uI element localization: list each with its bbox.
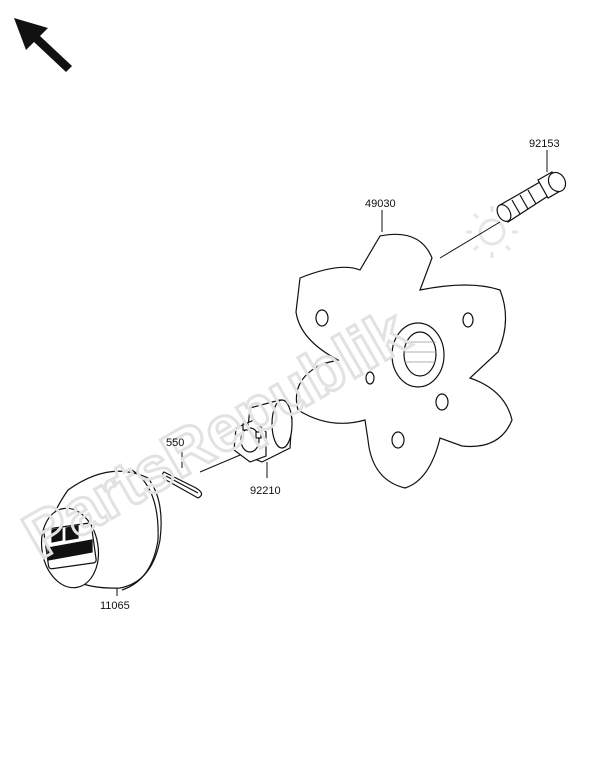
part-number-label-550: 550 — [166, 437, 185, 449]
cap-part — [40, 469, 162, 591]
part-number-label-92153: 92153 — [529, 138, 560, 150]
cotter-pin-part — [161, 471, 203, 499]
leader-lines — [116, 150, 548, 596]
part-number-label-11065: 11065 — [100, 600, 130, 612]
part-number-label-49030: 49030 — [365, 198, 396, 210]
castle-nut-part — [233, 399, 293, 463]
kawasaki-logo-icon — [43, 522, 97, 570]
watermark-text: PartsRepublik — [10, 293, 422, 574]
stud-part — [496, 171, 567, 223]
svg-text:PartsRepublik: PartsRepublik — [11, 294, 420, 572]
part-number-label-92210: 92210 — [250, 485, 281, 497]
watermark-gear-icon — [466, 206, 518, 258]
direction-arrow-icon — [14, 18, 72, 72]
hub-part — [295, 233, 513, 489]
